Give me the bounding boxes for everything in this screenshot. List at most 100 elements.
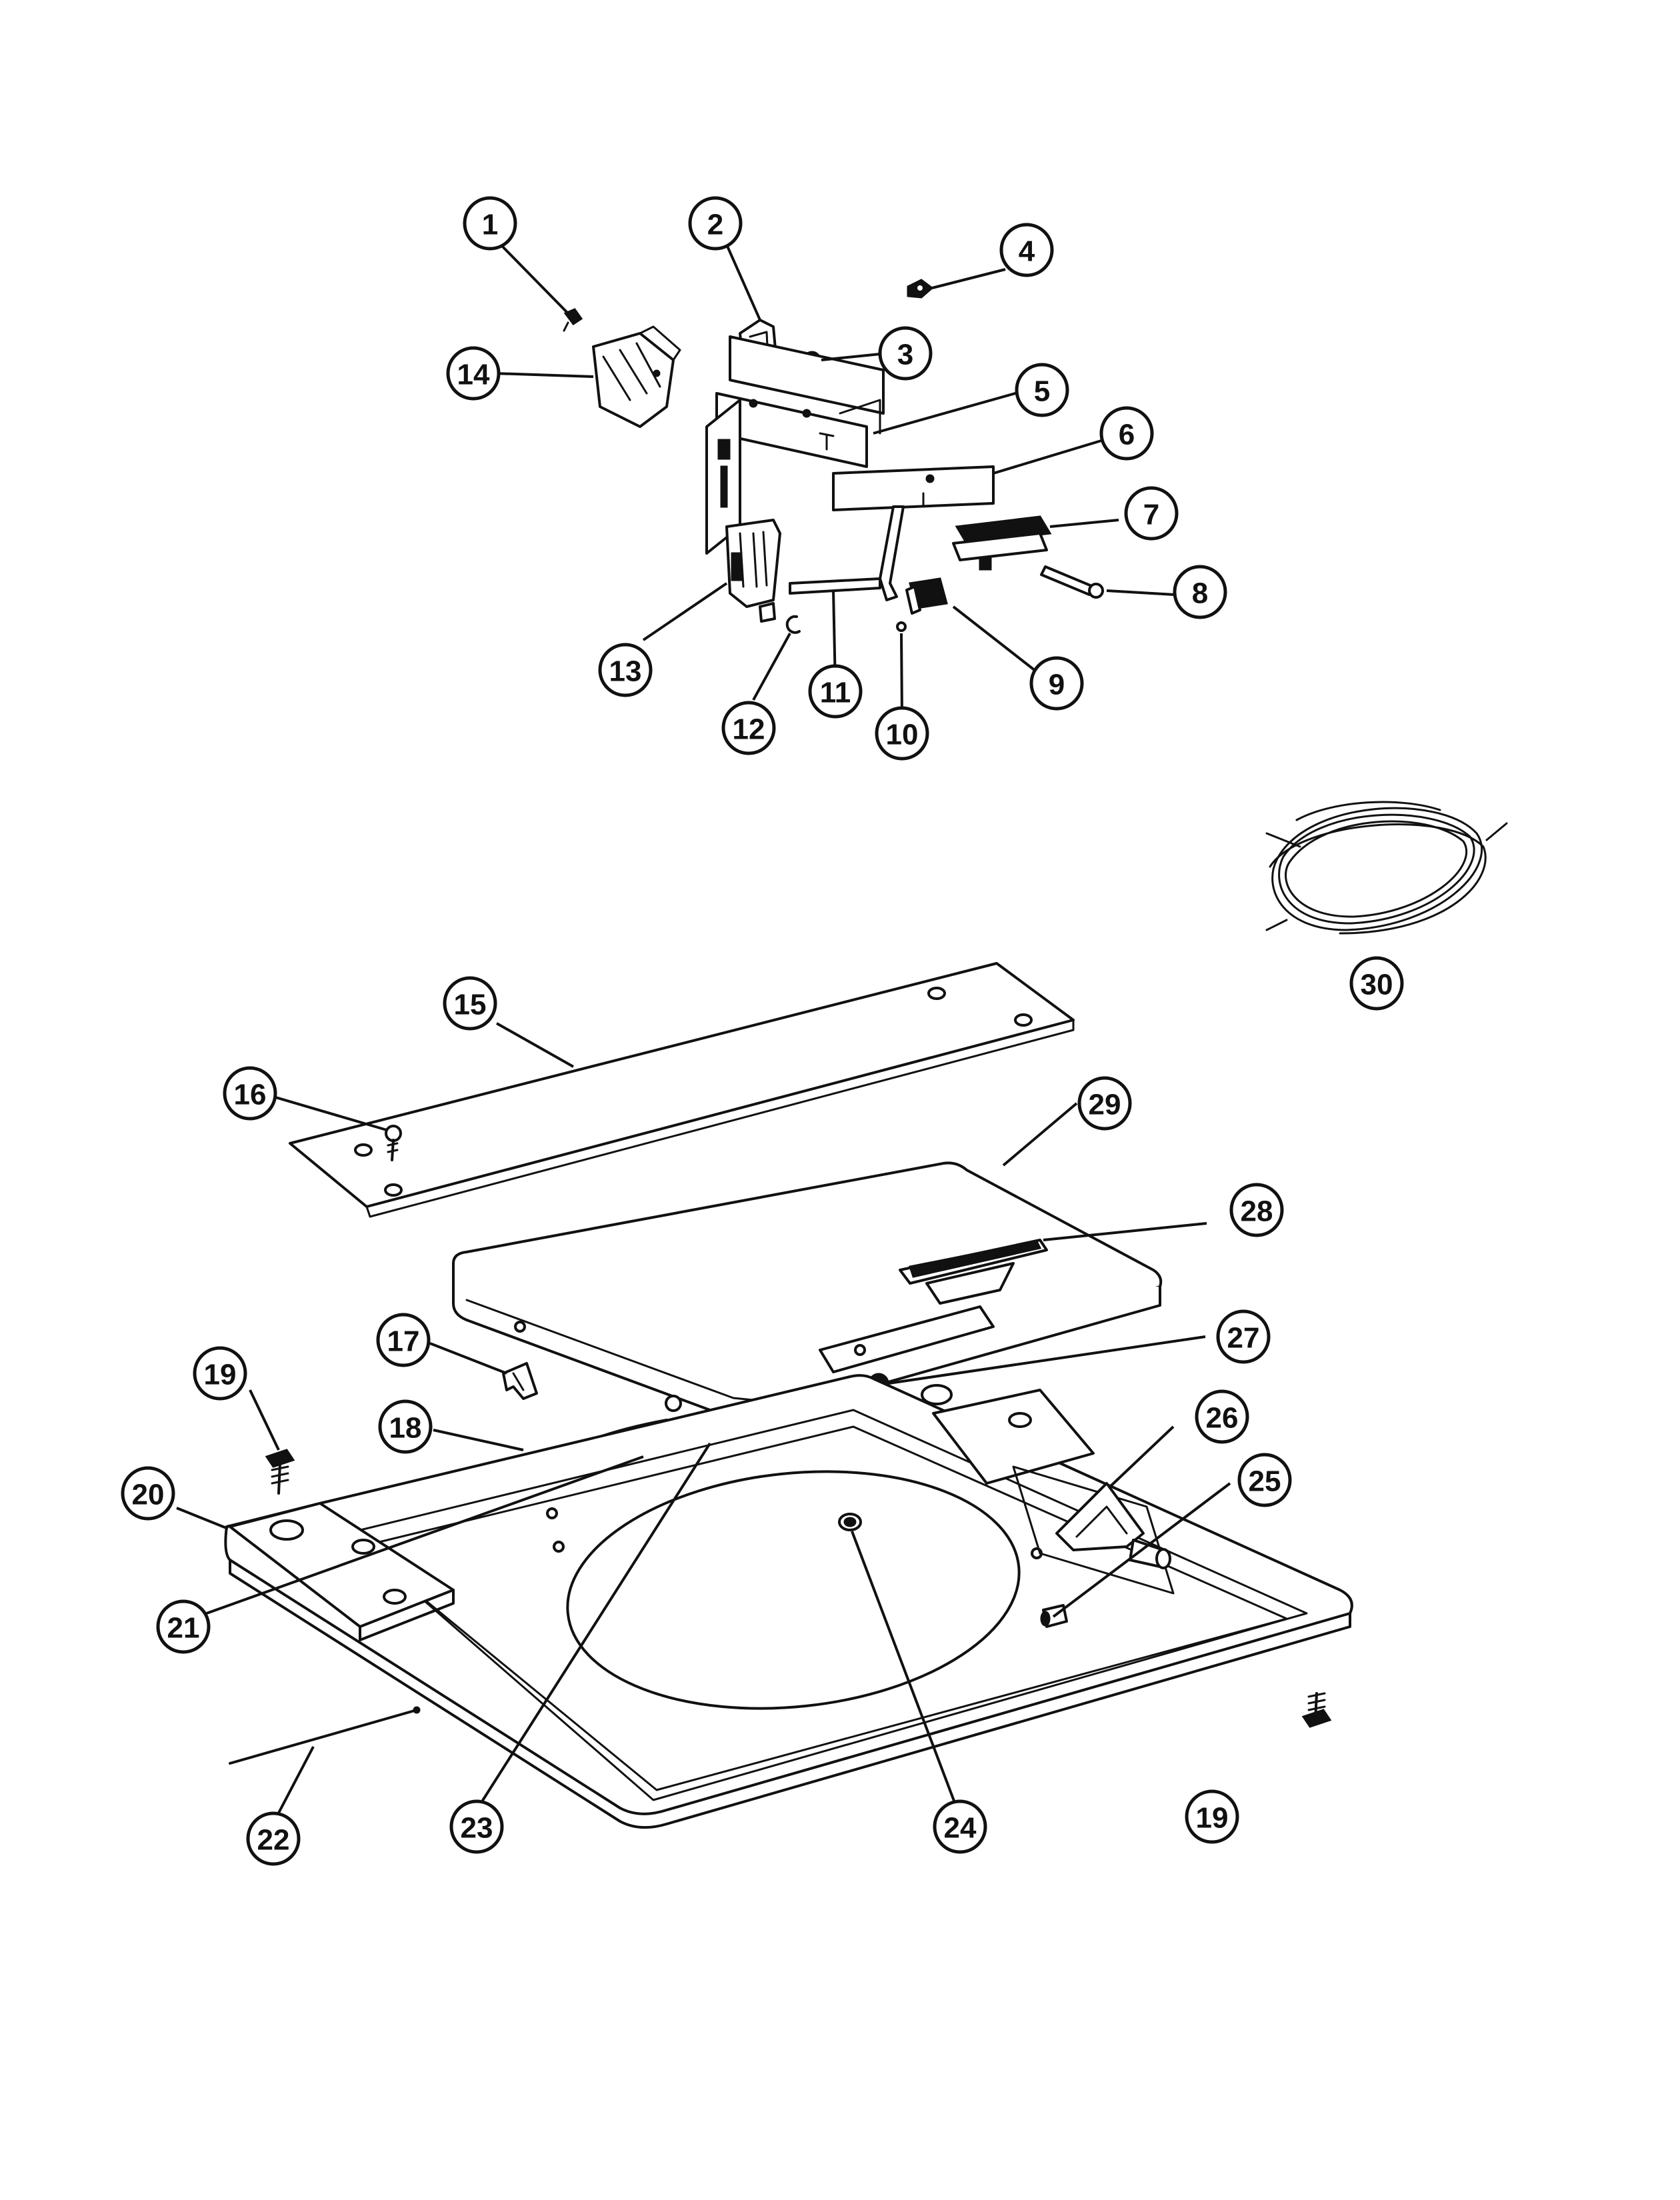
- callout-c23: 23: [449, 1799, 504, 1854]
- part-11-lever: [789, 505, 905, 601]
- part-29-lid: [452, 1161, 1163, 1423]
- callout-c3: 3: [878, 326, 933, 381]
- part-12-clip: [785, 615, 801, 634]
- part-13-solenoid: [725, 519, 781, 623]
- callout-circle: [378, 1399, 433, 1454]
- callout-circle: [449, 1799, 504, 1854]
- callout-circle: [598, 643, 653, 697]
- callout-number: 13: [609, 655, 642, 688]
- callout-c10: 10: [875, 706, 929, 761]
- part-4-fitting: [907, 279, 934, 299]
- callout-circle: [1195, 1389, 1249, 1444]
- callout-number: 2: [707, 209, 723, 241]
- callout-circle: [875, 706, 929, 761]
- callout-number: 16: [234, 1079, 267, 1111]
- callout-c27: 27: [1216, 1309, 1271, 1364]
- part-15-strip: [289, 962, 1075, 1218]
- callout-c1: 1: [463, 196, 517, 251]
- part-14-bracket: [592, 325, 681, 428]
- callout-c14: 14: [446, 346, 501, 401]
- part-9-switch: [905, 577, 948, 615]
- callout-number: 18: [389, 1412, 422, 1445]
- callout-c19a: 19: [193, 1346, 247, 1401]
- callout-c8: 8: [1173, 565, 1227, 619]
- callout-c20: 20: [121, 1466, 175, 1521]
- callout-c12: 12: [721, 701, 776, 755]
- part-26-dispenser-funnel: [1055, 1482, 1171, 1569]
- callout-number: 21: [167, 1612, 200, 1645]
- part-8-pin: [1040, 565, 1104, 599]
- callout-circle: [1077, 1076, 1132, 1131]
- callout-circle: [1349, 956, 1404, 1011]
- callout-circle: [1237, 1453, 1292, 1507]
- callout-number: 1: [482, 209, 498, 241]
- callout-circle: [878, 326, 933, 381]
- callout-c15: 15: [443, 976, 497, 1031]
- callout-c25: 25: [1237, 1453, 1292, 1507]
- callout-c4: 4: [999, 223, 1054, 277]
- part-28-latch: [899, 1239, 1048, 1305]
- callout-number: 10: [886, 719, 919, 751]
- part-19-screw-left: [265, 1449, 295, 1495]
- callout-circle: [121, 1466, 175, 1521]
- callout-number: 20: [132, 1479, 165, 1511]
- part-5-switch-bracket: [705, 335, 885, 555]
- callout-c6: 6: [1099, 406, 1154, 461]
- callout-circle: [223, 1066, 277, 1121]
- callout-circle: [463, 196, 517, 251]
- callout-circle: [446, 346, 501, 401]
- callout-number: 14: [457, 359, 490, 391]
- callout-c5: 5: [1015, 363, 1069, 417]
- callout-number: 15: [454, 989, 487, 1021]
- leader-lines: [176, 244, 1231, 1817]
- callout-circle: [193, 1346, 247, 1401]
- callout-number: 9: [1049, 669, 1065, 701]
- callout-c9: 9: [1029, 656, 1084, 711]
- callout-circle: [1185, 1789, 1239, 1844]
- callout-number: 6: [1119, 419, 1135, 451]
- callout-c13: 13: [598, 643, 653, 697]
- callout-circle: [376, 1313, 431, 1367]
- callout-circle: [721, 701, 776, 755]
- callout-circle: [1099, 406, 1154, 461]
- callout-number: 3: [897, 339, 913, 371]
- part-10-pin: [896, 621, 907, 632]
- callout-c24: 24: [933, 1799, 987, 1854]
- callout-circle: [1216, 1309, 1271, 1364]
- part-30-wire-harness: [1265, 801, 1508, 935]
- upper-switch-assembly: [563, 279, 1104, 634]
- callout-circle: [1124, 486, 1179, 541]
- callout-circle: [1029, 656, 1084, 711]
- part-16-screw: [385, 1125, 402, 1161]
- part-20-top: [224, 1374, 1353, 1829]
- callout-number: 19: [1196, 1802, 1229, 1835]
- part-22-rod: [229, 1706, 421, 1765]
- part-17-clip: [502, 1362, 538, 1400]
- callout-number: 17: [387, 1325, 420, 1358]
- part-6-plate: [832, 465, 995, 511]
- callout-number: 30: [1361, 969, 1393, 1001]
- callout-number: 29: [1089, 1089, 1121, 1121]
- callout-c16: 16: [223, 1066, 277, 1121]
- callout-c18: 18: [378, 1399, 433, 1454]
- part-7-switch: [952, 515, 1052, 571]
- callout-c17: 17: [376, 1313, 431, 1367]
- callout-circle: [246, 1811, 301, 1866]
- callout-number: 27: [1227, 1322, 1260, 1355]
- callout-number: 4: [1019, 235, 1035, 268]
- callout-circle: [1173, 565, 1227, 619]
- callout-c7: 7: [1124, 486, 1179, 541]
- callout-number: 19: [204, 1359, 237, 1391]
- callout-circle: [688, 196, 743, 251]
- callout-number: 5: [1034, 375, 1050, 408]
- callout-circle: [999, 223, 1054, 277]
- callout-c30: 30: [1349, 956, 1404, 1011]
- callout-circle: [933, 1799, 987, 1854]
- callout-c29: 29: [1077, 1076, 1132, 1131]
- callout-circle: [808, 664, 863, 719]
- callout-circle: [1229, 1183, 1284, 1237]
- part-1-screw: [563, 308, 583, 332]
- callout-number: 12: [733, 713, 765, 746]
